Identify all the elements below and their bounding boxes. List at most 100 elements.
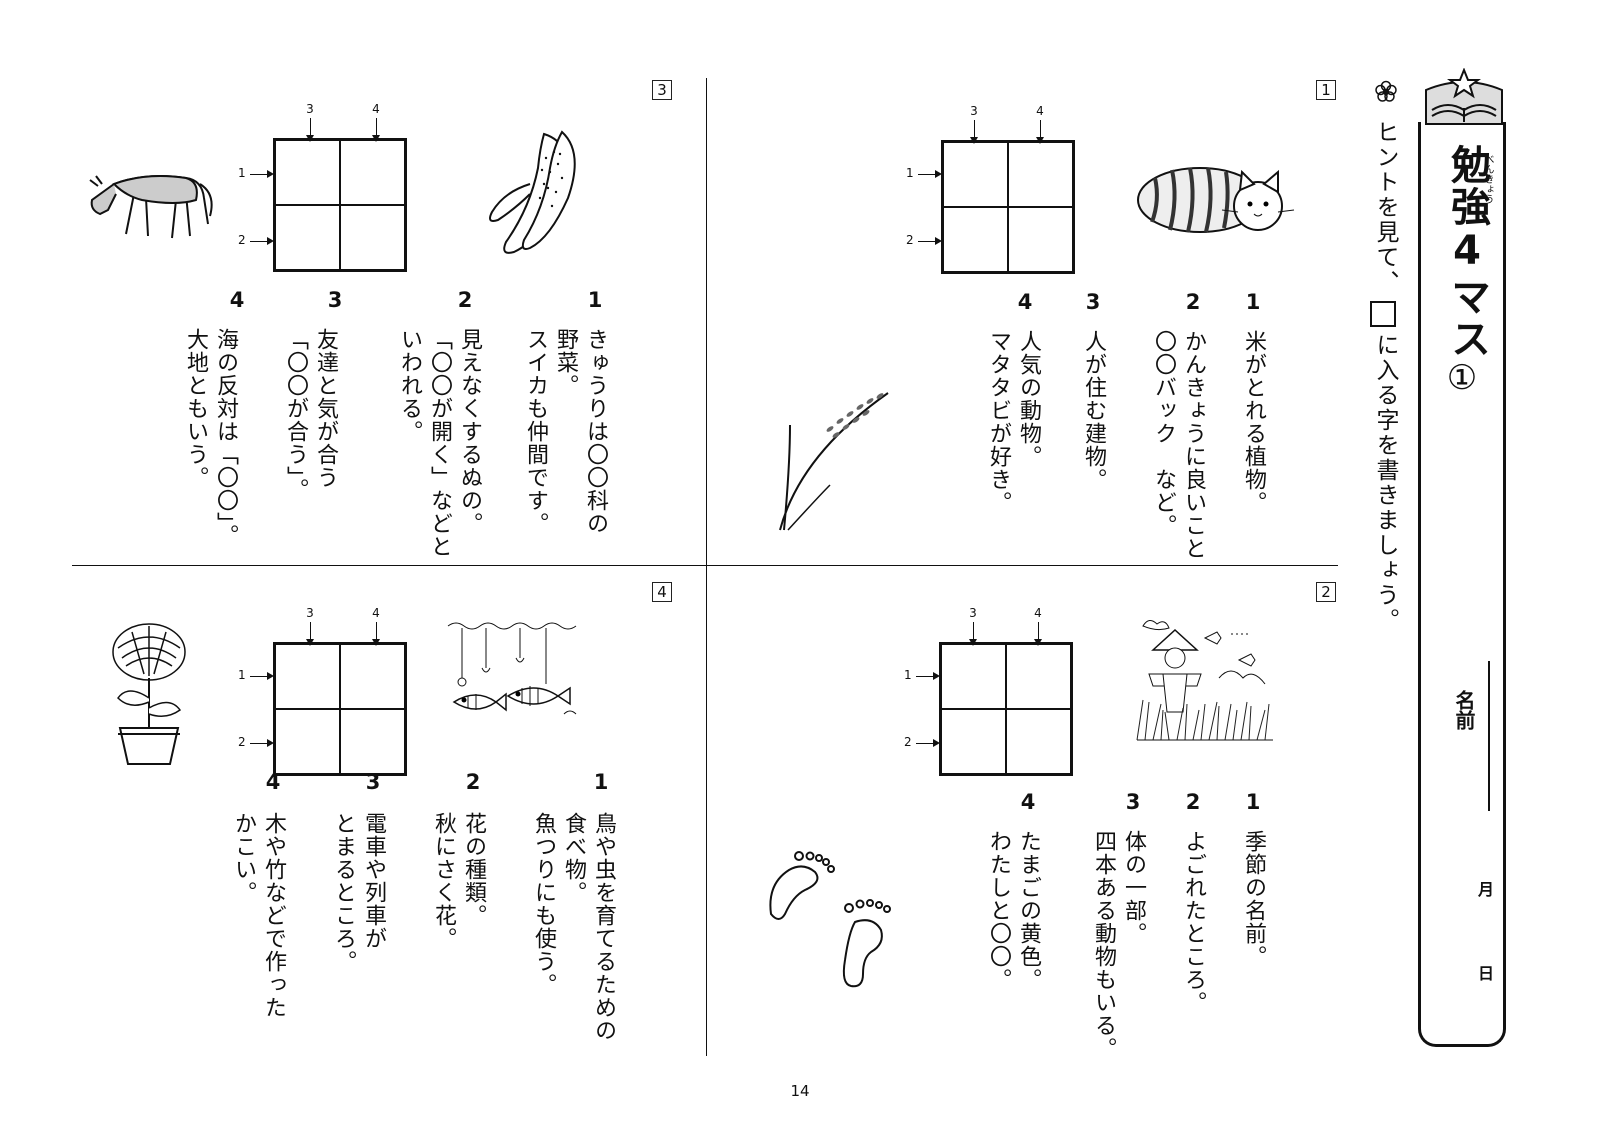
clue-text: かんきょうに良いこと 〇〇バック など。 xyxy=(1151,330,1206,560)
puzzle-1: 1 3 4 1 2 xyxy=(708,80,1338,564)
grid-cell[interactable] xyxy=(1008,142,1073,207)
grid-cell[interactable] xyxy=(340,644,405,709)
horse-picture xyxy=(89,175,213,239)
page-number: 14 xyxy=(790,1082,810,1100)
title-ruby: べんきょう xyxy=(1482,154,1493,204)
grid-cell[interactable] xyxy=(340,140,405,205)
clue-number: 2 xyxy=(465,770,481,794)
clue-text: よごれたところ。 xyxy=(1181,830,1206,1014)
col-label: 3 xyxy=(970,104,978,118)
col-arrow xyxy=(970,120,978,144)
col-arrow xyxy=(372,622,380,646)
clue-number: 4 xyxy=(265,770,281,794)
row-arrow xyxy=(916,739,940,747)
name-underline xyxy=(1488,661,1490,811)
row-label: 2 xyxy=(904,735,912,749)
grid-cell[interactable] xyxy=(275,140,340,205)
row-arrow xyxy=(250,237,274,245)
clue-text: 木や竹などで作った かこい。 xyxy=(231,812,286,1019)
clue-text: 人が住む建物。 xyxy=(1081,330,1106,491)
grid-cell[interactable] xyxy=(943,207,1008,272)
row-label: 1 xyxy=(238,166,246,180)
row-label: 2 xyxy=(238,735,246,749)
row-arrow xyxy=(918,237,942,245)
puzzle-number: 2 xyxy=(1316,582,1336,602)
clue-text: 鳥や虫を育てるための 食べ物。 魚つりにも使う。 xyxy=(531,812,616,1042)
grid-cell[interactable] xyxy=(275,205,340,270)
clue-number: 4 xyxy=(229,288,245,312)
answer-box-sample xyxy=(1370,301,1396,327)
day-label: 日 xyxy=(1478,964,1495,983)
grid-cell[interactable] xyxy=(941,644,1006,709)
col-arrow xyxy=(306,622,314,646)
rice-plant-picture xyxy=(779,392,889,531)
title-border xyxy=(1418,122,1506,1047)
row-arrow xyxy=(250,170,274,178)
grid-cell[interactable] xyxy=(275,644,340,709)
col-label: 4 xyxy=(1034,606,1042,620)
clue-number: 3 xyxy=(327,288,343,312)
fishing-picture xyxy=(447,622,577,715)
grid-cell[interactable] xyxy=(943,142,1008,207)
row-label: 1 xyxy=(238,668,246,682)
lesson-mark: ① xyxy=(1446,358,1478,398)
clue-number: 1 xyxy=(593,770,609,794)
grid-cell[interactable] xyxy=(1006,709,1071,774)
answer-grid xyxy=(273,642,407,776)
puzzle-number: 3 xyxy=(652,80,672,100)
grid-cell[interactable] xyxy=(1008,207,1073,272)
cucumber-picture xyxy=(489,130,576,254)
scarecrow-picture xyxy=(1136,620,1273,741)
clue-text: きゅうりは〇〇科の 野菜。 スイカも仲間です。 xyxy=(523,328,608,535)
instruction-text-before: ヒントを見て、 xyxy=(1372,120,1398,295)
page-title: 勉強4マス xyxy=(1444,144,1490,360)
clue-number: 3 xyxy=(1085,290,1101,314)
col-label: 4 xyxy=(1036,104,1044,118)
clue-number: 1 xyxy=(587,288,603,312)
clue-number: 2 xyxy=(1185,290,1201,314)
clue-number: 2 xyxy=(1185,790,1201,814)
row-label: 1 xyxy=(906,166,914,180)
chrysanthemum-picture xyxy=(112,623,186,765)
col-arrow xyxy=(969,622,977,646)
row-arrow xyxy=(918,170,942,178)
title-panel: 勉強4マス べんきょう ① 名前 月 日 xyxy=(1418,68,1510,1047)
clue-text: 海の反対は「〇〇」。 大地ともいう。 xyxy=(183,328,238,547)
col-label: 4 xyxy=(372,102,380,116)
col-arrow xyxy=(372,118,380,142)
flower-icon xyxy=(1375,80,1397,102)
divider-vertical xyxy=(706,78,707,1056)
clue-number: 4 xyxy=(1020,790,1036,814)
grid-cell[interactable] xyxy=(941,709,1006,774)
col-label: 3 xyxy=(306,102,314,116)
row-label: 2 xyxy=(906,233,914,247)
col-arrow xyxy=(1034,622,1042,646)
clue-text: 電車や列車が とまるところ。 xyxy=(331,812,386,973)
footprints-picture xyxy=(769,851,891,988)
row-arrow xyxy=(916,672,940,680)
clue-number: 3 xyxy=(1125,790,1141,814)
clue-text: 花の種類。 秋にさく花。 xyxy=(431,812,486,950)
clue-text: 体の一部。 四本ある動物もいる。 xyxy=(1091,830,1146,1060)
grid-cell[interactable] xyxy=(1006,644,1071,709)
row-arrow xyxy=(250,739,274,747)
col-label: 3 xyxy=(306,606,314,620)
puzzle-4: 4 3 4 1 2 1 鳥や虫を育てる xyxy=(72,582,702,1052)
clue-text: 米がとれる植物。 xyxy=(1241,330,1266,514)
clue-text: 見えなくするぬの。 「〇〇が開く」などと いわれる。 xyxy=(397,328,482,558)
clue-text: 季節の名前。 xyxy=(1241,830,1266,968)
clue-number: 1 xyxy=(1245,290,1261,314)
grid-cell[interactable] xyxy=(275,709,340,774)
answer-grid xyxy=(273,138,407,272)
puzzle-2: 2 3 4 1 2 xyxy=(708,582,1338,1060)
clue-number: 3 xyxy=(365,770,381,794)
puzzle-number: 1 xyxy=(1316,80,1336,100)
name-label: 名前 xyxy=(1452,690,1476,730)
grid-cell[interactable] xyxy=(340,709,405,774)
answer-grid xyxy=(939,642,1073,776)
instruction: ヒントを見て、 に入る字を書きましょう。 xyxy=(1368,120,1398,633)
row-label: 2 xyxy=(238,233,246,247)
cat-picture xyxy=(1137,167,1295,233)
grid-cell[interactable] xyxy=(340,205,405,270)
col-arrow xyxy=(1036,120,1044,144)
